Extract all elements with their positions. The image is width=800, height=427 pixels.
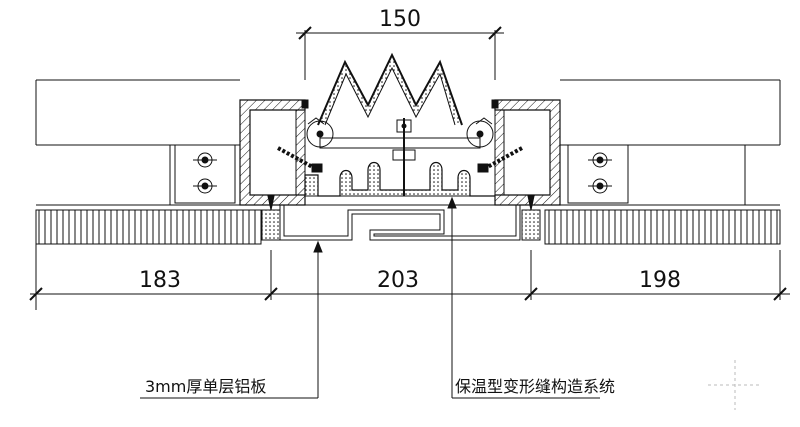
insulated-membrane [317, 52, 463, 126]
note-aluminum-panel: 3mm厚单层铝板 [145, 377, 266, 396]
connecting-rod [319, 137, 481, 149]
left-anchor-screw [277, 146, 323, 173]
dimension-label-150: 150 [379, 7, 421, 32]
base-profile [304, 161, 496, 206]
leader-aluminum-panel [140, 240, 323, 399]
dimension-label-198: 198 [639, 268, 681, 293]
note-expansion-system: 保温型变形缝构造系统 [455, 377, 615, 396]
left-anchor-plate [174, 144, 236, 204]
right-frame-channel [491, 99, 561, 206]
right-anchor-plate [567, 144, 629, 204]
bottom-dimension-chain [29, 240, 790, 310]
right-bolt-top [588, 152, 612, 168]
top-dimension [296, 26, 504, 80]
left-insulation-panel [35, 209, 262, 245]
dimension-label-183: 183 [139, 268, 181, 293]
left-frame-channel [239, 99, 309, 206]
aluminum-panel [279, 205, 521, 241]
dimension-label-203: 203 [377, 268, 419, 293]
right-insulation-panel [544, 209, 781, 245]
leader-system [447, 196, 600, 399]
center-bolt [392, 118, 416, 196]
left-bolt-top [193, 152, 217, 168]
right-bolt-bottom [588, 178, 612, 194]
crosshair-marker [708, 360, 760, 410]
right-anchor-screw [477, 146, 523, 173]
left-bolt-bottom [193, 178, 217, 194]
